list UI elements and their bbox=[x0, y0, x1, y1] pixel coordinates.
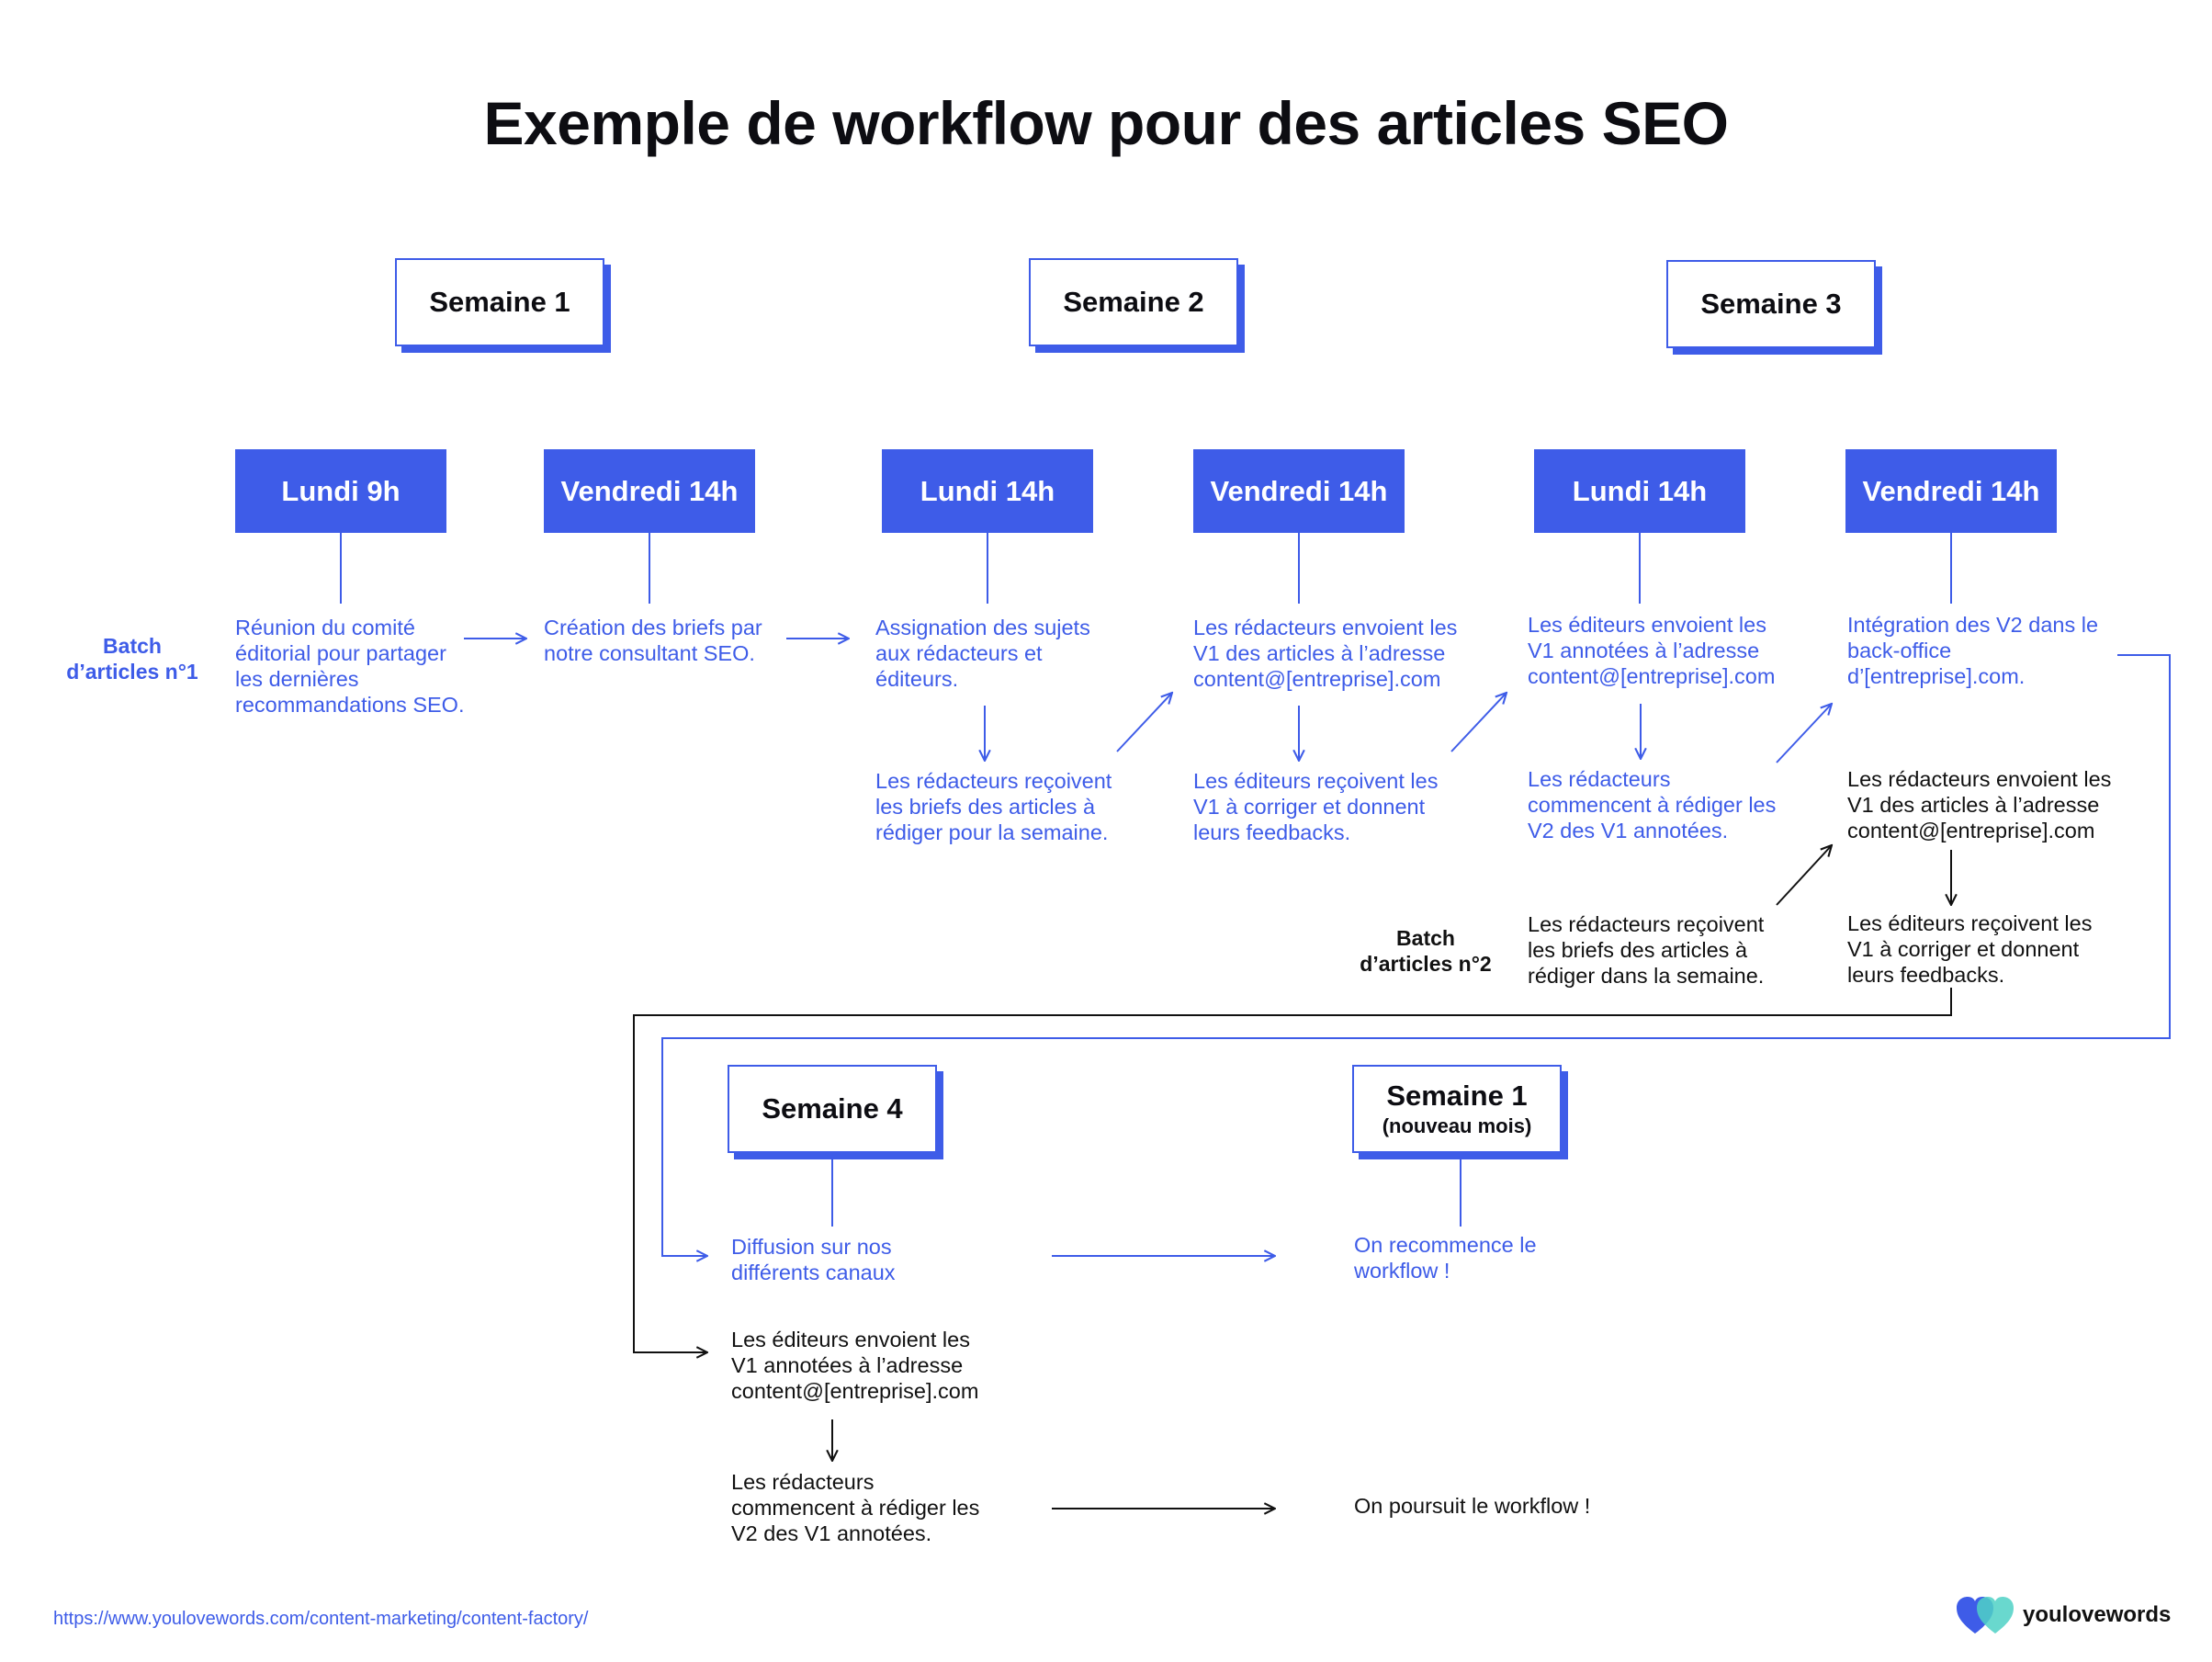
brand-name: youlovewords bbox=[2023, 1602, 2172, 1627]
week-3-label: Semaine 3 bbox=[1700, 288, 1842, 320]
batch-1-label: Batch d’articles n°1 bbox=[50, 633, 215, 684]
batch2-editors-receive-v1: Les éditeurs reçoivent les V1 à corriger… bbox=[1847, 911, 2093, 987]
batch-2-line1: Batch bbox=[1396, 926, 1455, 950]
batch-2-line2: d’articles n°2 bbox=[1360, 952, 1492, 976]
step-editors-send-annotated: Les éditeurs envoient les V1 annotées à … bbox=[1528, 613, 1776, 688]
step-restart-workflow: On recommence le workflow ! bbox=[1354, 1233, 1537, 1283]
page-title: Exemple de workflow pour des articles SE… bbox=[483, 89, 1729, 157]
day-box-monday-9h: Lundi 9h bbox=[235, 449, 446, 533]
step-distribution: Diffusion sur nos différents canaux bbox=[731, 1235, 896, 1284]
step-writers-start-v2: Les rédacteurs commencent à rédiger les … bbox=[1528, 767, 1777, 842]
step-v2-integration: Intégration des V2 dans le back-office d… bbox=[1847, 613, 2099, 688]
day-box-friday-14h-w2: Vendredi 14h bbox=[1193, 449, 1405, 533]
batch2-editors-send-annotated: Les éditeurs envoient les V1 annotées à … bbox=[731, 1328, 979, 1403]
step-editors-receive-v1: Les éditeurs reçoivent les V1 à corriger… bbox=[1193, 769, 1439, 844]
heart-logo-icon bbox=[1957, 1597, 2014, 1634]
week-1-label: Semaine 1 bbox=[429, 286, 570, 318]
day-box-friday-14h-w3: Vendredi 14h bbox=[1845, 449, 2057, 533]
step-continue-workflow: On poursuit le workflow ! bbox=[1354, 1494, 1591, 1518]
batch-1-line2: d’articles n°1 bbox=[66, 660, 198, 684]
week-3-box: Semaine 3 bbox=[1666, 260, 1876, 348]
week-2-label: Semaine 2 bbox=[1063, 286, 1204, 318]
brand-logo: youlovewords bbox=[1955, 1595, 2175, 1639]
step-writers-send-v1: Les rédacteurs envoient les V1 des artic… bbox=[1193, 616, 1458, 691]
day-box-monday-14h-w3: Lundi 14h bbox=[1534, 449, 1745, 533]
week-1-new-sublabel: (nouveau mois) bbox=[1382, 1114, 1532, 1137]
source-link[interactable]: https://www.youlovewords.com/content-mar… bbox=[53, 1609, 589, 1629]
batch-1-line1: Batch bbox=[103, 634, 162, 658]
day-box-monday-14h-w2: Lundi 14h bbox=[882, 449, 1093, 533]
step-editorial-meeting: Réunion du comité éditorial pour partage… bbox=[235, 616, 465, 717]
week-4-label: Semaine 4 bbox=[762, 1092, 903, 1125]
week-4-box: Semaine 4 bbox=[728, 1065, 937, 1153]
week-2-box: Semaine 2 bbox=[1029, 258, 1238, 346]
day-box-friday-14h-w1: Vendredi 14h bbox=[544, 449, 755, 533]
batch2-writers-send-v1: Les rédacteurs envoient les V1 des artic… bbox=[1847, 767, 2112, 842]
batch-2-label: Batch d’articles n°2 bbox=[1343, 925, 1508, 977]
step-brief-creation: Création des briefs par notre consultant… bbox=[544, 616, 762, 665]
week-1-new-month-box: Semaine 1 (nouveau mois) bbox=[1352, 1065, 1562, 1153]
week-1-box: Semaine 1 bbox=[395, 258, 604, 346]
step-topic-assignment: Assignation des sujets aux rédacteurs et… bbox=[875, 616, 1090, 691]
batch2-writers-receive-briefs: Les rédacteurs reçoivent les briefs des … bbox=[1528, 912, 1765, 988]
week-1-new-label: Semaine 1 bbox=[1386, 1080, 1528, 1112]
batch2-writers-start-v2: Les rédacteurs commencent à rédiger les … bbox=[731, 1470, 980, 1545]
step-writers-receive-briefs: Les rédacteurs reçoivent les briefs des … bbox=[875, 769, 1112, 844]
